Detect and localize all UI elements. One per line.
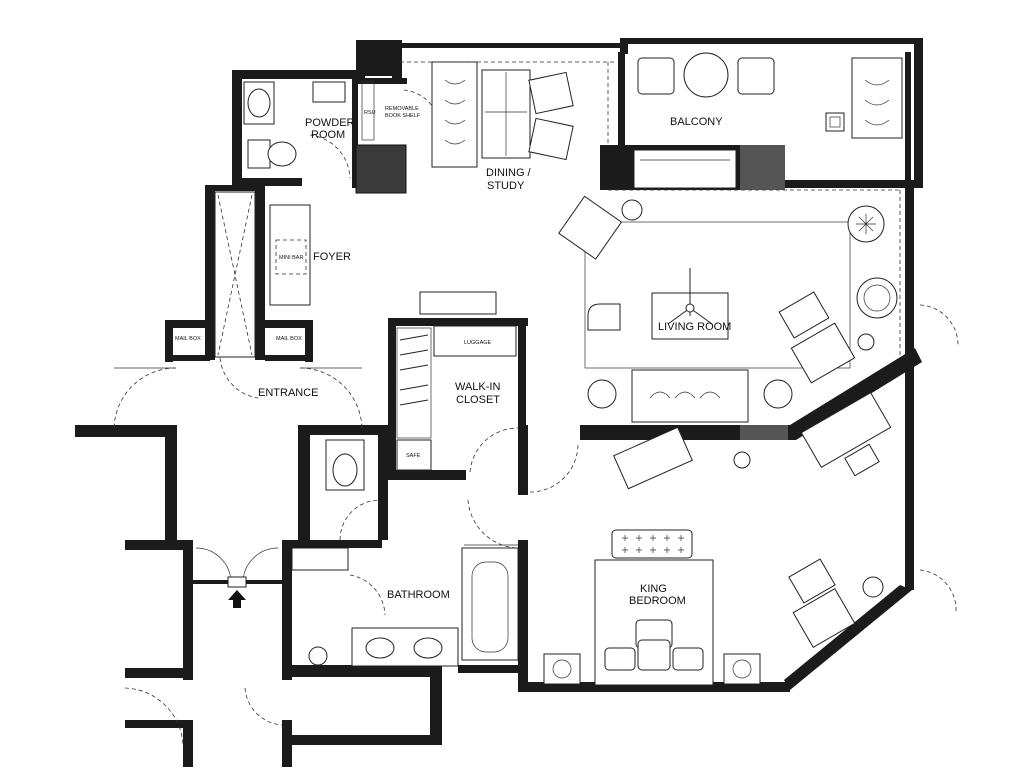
doors: [113, 89, 959, 746]
rsu-outline: [361, 81, 375, 141]
balcony: [633, 52, 903, 189]
label-foyer: FOYER: [313, 251, 351, 263]
label-balcony: BALCONY: [670, 116, 723, 128]
label-mail-box-left: MAIL BOX: [175, 336, 201, 342]
living-room: [558, 189, 901, 423]
foyer: [214, 191, 311, 358]
walls: [75, 38, 923, 767]
label-dining-study-2: STUDY: [487, 180, 525, 192]
walk-in-closet: [396, 291, 517, 471]
king-bedroom: [543, 391, 892, 686]
bathroom: [291, 439, 519, 667]
label-walk-in-closet-2: CLOSET: [456, 394, 500, 406]
label-mail-box-right: MAIL BOX: [276, 336, 302, 342]
label-dining-study-1: DINING /: [486, 167, 532, 179]
label-living-room: LIVING ROOM: [658, 321, 731, 333]
label-removable-book-shelf-2: BOOK SHELF: [385, 113, 421, 119]
label-entrance: ENTRANCE: [258, 387, 319, 399]
label-king-bedroom-2: BEDROOM: [629, 595, 686, 607]
label-powder-room-1: POWDER: [305, 117, 355, 129]
label-safe: SAFE: [406, 453, 421, 459]
label-removable-book-shelf-1: REMOVABLE: [385, 106, 419, 112]
label-king-bedroom-1: KING: [640, 583, 667, 595]
fixture-labels: MAIL BOX MAIL BOX MINI BAR LUGGAGE SAFE …: [175, 106, 492, 459]
label-rsu: RSU: [364, 110, 376, 116]
room-labels: POWDER ROOM DINING / STUDY BALCONY FOYER…: [258, 116, 731, 607]
label-luggage: LUGGAGE: [464, 340, 492, 346]
label-powder-room-2: ROOM: [311, 129, 345, 141]
label-bathroom: BATHROOM: [387, 589, 450, 601]
label-mini-bar: MINI BAR: [279, 255, 303, 261]
dining-study: [355, 61, 615, 194]
label-walk-in-closet-1: WALK-IN: [455, 381, 500, 393]
powder-room: [243, 81, 346, 169]
